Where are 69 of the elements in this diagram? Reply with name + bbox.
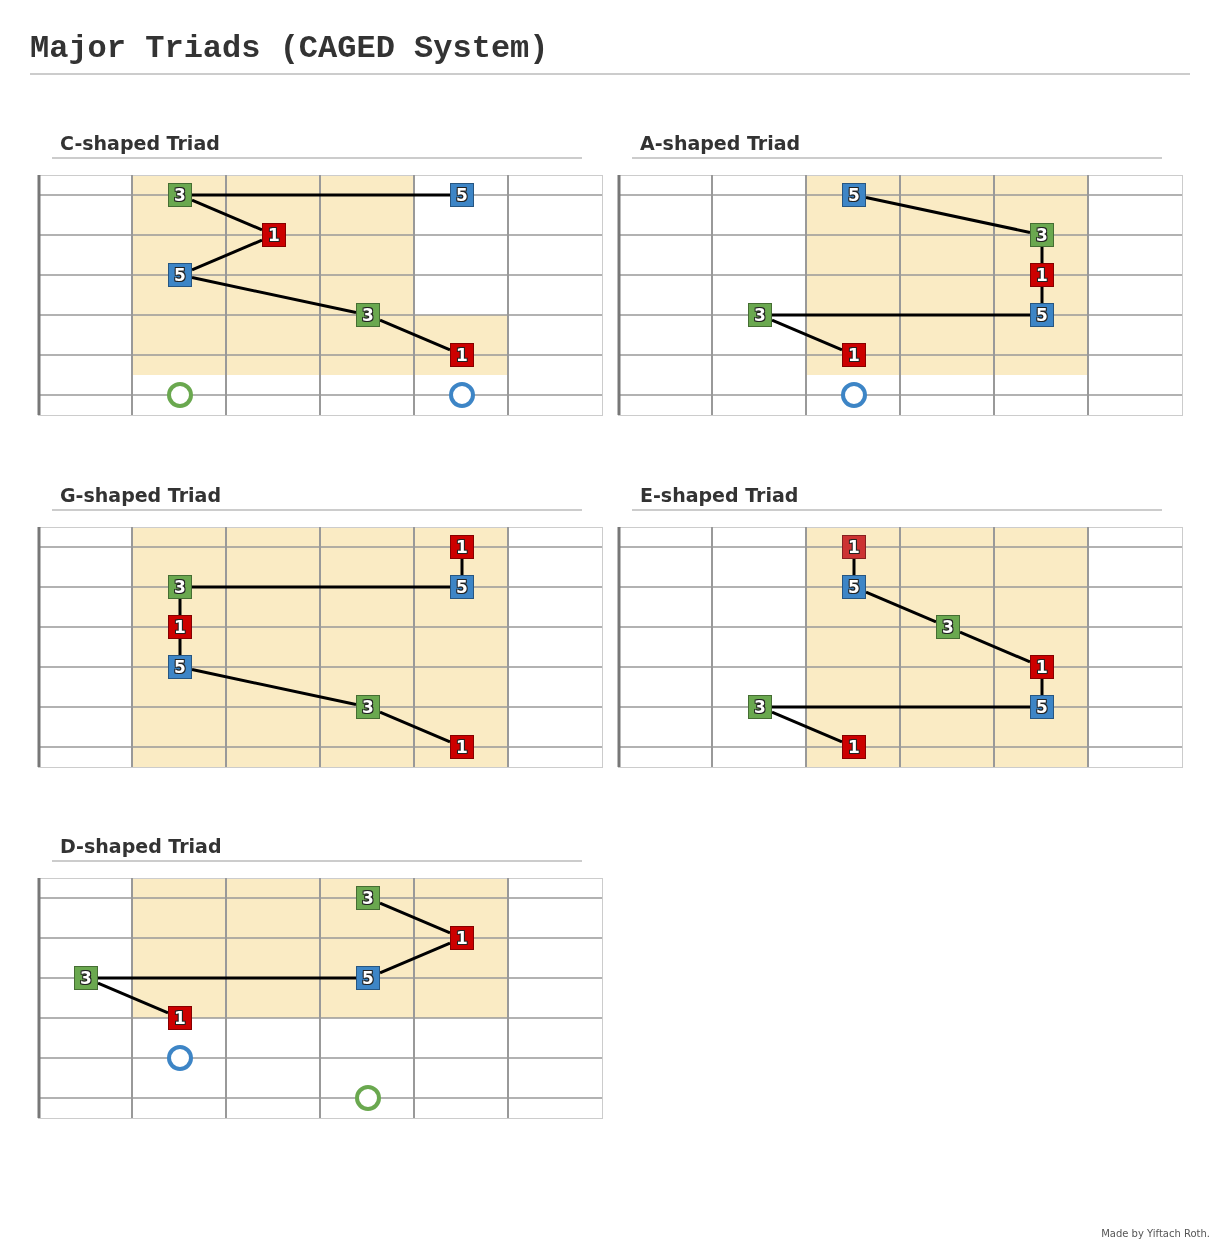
note-marker: 1 [842, 535, 866, 559]
note-marker: 1 [262, 223, 286, 247]
note-marker: 3 [168, 575, 192, 599]
open-string-circle [841, 382, 867, 408]
note-marker: 3 [74, 966, 98, 990]
note-marker: 5 [842, 575, 866, 599]
connector-line [460, 559, 464, 575]
note-marker: 1 [168, 615, 192, 639]
panel-title: G-shaped Triad [52, 484, 582, 511]
page-title: Major Triads (CAGED System) [30, 30, 1190, 75]
note-marker: 1 [168, 1006, 192, 1030]
connector-line [178, 599, 182, 615]
note-marker: 1 [842, 735, 866, 759]
note-marker: 5 [842, 183, 866, 207]
open-string-circle [167, 1045, 193, 1071]
panel-title: A-shaped Triad [632, 132, 1162, 159]
note-marker: 3 [748, 303, 772, 327]
open-string-circle [355, 1085, 381, 1111]
panel-title: C-shaped Triad [52, 132, 582, 159]
connector-line [379, 318, 451, 352]
note-marker: 5 [450, 575, 474, 599]
connector-line [192, 585, 450, 589]
connector-line [191, 276, 357, 314]
note-marker: 5 [450, 183, 474, 207]
connector-line [772, 705, 1030, 709]
note-marker: 1 [1030, 655, 1054, 679]
note-marker: 3 [168, 183, 192, 207]
connector-line [192, 193, 450, 197]
footer-note: Made by Yiftach Roth. [1101, 1228, 1210, 1239]
panel-title: D-shaped Triad [52, 835, 582, 862]
note-marker: 3 [936, 615, 960, 639]
connector-line [379, 710, 451, 744]
panel-title: E-shaped Triad [632, 484, 1162, 511]
connector-line [865, 590, 937, 624]
connector-line [97, 981, 169, 1015]
connector-line [959, 630, 1031, 664]
connector-line [178, 639, 182, 655]
connector-line [1040, 287, 1044, 303]
connector-line [191, 668, 357, 706]
note-marker: 1 [450, 343, 474, 367]
connector-line [852, 559, 856, 575]
connector-line [98, 976, 356, 980]
connector-line [1040, 679, 1044, 695]
note-marker: 5 [1030, 695, 1054, 719]
note-marker: 3 [356, 695, 380, 719]
note-marker: 3 [748, 695, 772, 719]
note-marker: 5 [1030, 303, 1054, 327]
open-string-circle [167, 382, 193, 408]
note-marker: 3 [356, 303, 380, 327]
note-marker: 1 [1030, 263, 1054, 287]
connector-line [771, 318, 843, 352]
note-marker: 3 [1030, 223, 1054, 247]
connector-line [379, 941, 451, 975]
note-marker: 1 [450, 926, 474, 950]
note-marker: 5 [168, 655, 192, 679]
connector-line [771, 710, 843, 744]
connector-line [191, 198, 263, 232]
connector-line [379, 901, 451, 935]
connector-line [1040, 247, 1044, 263]
note-marker: 1 [450, 535, 474, 559]
open-string-circle [449, 382, 475, 408]
note-marker: 1 [450, 735, 474, 759]
note-marker: 5 [168, 263, 192, 287]
note-marker: 1 [842, 343, 866, 367]
connector-line [772, 313, 1030, 317]
note-marker: 5 [356, 966, 380, 990]
note-marker: 3 [356, 886, 380, 910]
connector-line [191, 238, 263, 272]
connector-line [865, 196, 1031, 234]
